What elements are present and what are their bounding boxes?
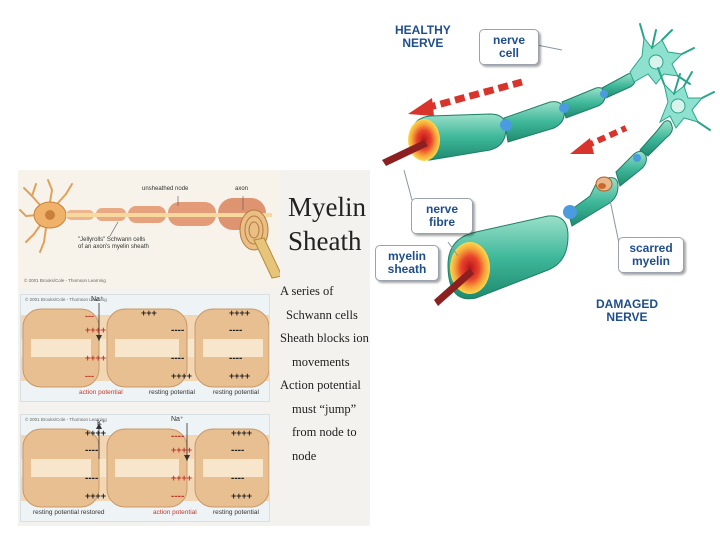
healthy-nerve-label-line2: NERVE — [402, 36, 444, 50]
healthy-nerve-label-line1: HEALTHY — [395, 23, 451, 37]
callout-nerve-cell-line2: cell — [498, 46, 519, 60]
panel-2-ion-label-na: Na⁺ — [171, 416, 184, 423]
body-line: Action potential — [280, 378, 361, 392]
slide-body-text: A series of Schwann cells Sheath blocks … — [280, 280, 370, 468]
slide-title-line1: Myelin — [288, 192, 366, 222]
panel-1-copyright: © 2001 Brooks/Cole - Thomson Learning — [25, 297, 107, 302]
callout-nerve-fibre-line2: fibre — [428, 215, 455, 229]
charge-plus: ++++ — [171, 473, 193, 483]
callout-scarred-myelin: scarred myelin — [618, 237, 684, 273]
axon-label: axon — [235, 186, 249, 192]
conduction-panel-2: © 2001 Brooks/Cole - Thomson Learning K⁺… — [20, 414, 270, 522]
panel-2-ion-label-k: K⁺ — [97, 420, 106, 427]
body-line: node — [292, 448, 317, 463]
charge-minus: --- — [85, 371, 94, 381]
callout-myelin-sheath-line1: myelin — [387, 249, 426, 263]
callout-scarred-myelin-line2: myelin — [631, 254, 670, 268]
caption-action-potential: action potential — [79, 389, 123, 396]
slide-title-line2: Sheath — [288, 226, 362, 256]
caption-resting-potential: resting potential — [213, 509, 259, 516]
charge-minus: ---- — [231, 473, 245, 484]
charge-plus: ++++ — [85, 325, 107, 335]
charge-minus: ---- — [229, 325, 243, 336]
charge-plus: ++++ — [231, 428, 253, 438]
caption-resting-potential: resting potential — [213, 389, 259, 396]
myelin-figure-panel: unsheathed node axon "Jellyrolls" Schwan… — [18, 170, 370, 526]
charge-plus: +++ — [141, 308, 157, 318]
caption-action-potential: action potential — [153, 509, 197, 516]
caption-resting-potential-restored: resting potential restored — [33, 509, 105, 516]
healthy-nerve-fibre — [382, 23, 695, 166]
callout-myelin-sheath-line2: sheath — [387, 262, 427, 276]
healthy-signal-arrow — [408, 78, 523, 116]
healthy-nerve-label: HEALTHY NERVE — [395, 24, 451, 50]
body-line: must “jump” — [292, 401, 357, 416]
slide-title: Myelin Sheath — [288, 190, 370, 258]
caption-resting-potential: resting potential — [149, 389, 195, 396]
charge-minus: ---- — [229, 353, 243, 364]
callout-nerve-cell: nerve cell — [479, 29, 539, 65]
jellyroll-label-line2: of an axon's myelin sheath — [78, 244, 149, 250]
panel-1-ion-label: Na⁺ — [91, 296, 104, 303]
charge-minus: ---- — [85, 473, 99, 484]
jellyroll-label: "Jellyrolls" Schwann cells of an axon's … — [78, 237, 149, 251]
callout-nerve-cell-line1: nerve — [492, 33, 526, 47]
charge-plus: ++++ — [85, 428, 107, 438]
axon-conduction-illustration-1 — [21, 303, 269, 388]
charge-minus: ---- — [171, 353, 185, 364]
damaged-nerve-fibre — [434, 67, 715, 306]
charge-minus: ---- — [85, 445, 99, 456]
charge-minus: ---- — [171, 325, 185, 336]
charge-plus: ++++ — [229, 308, 251, 318]
panel-2-copyright: © 2001 Brooks/Cole - Thomson Learning — [25, 417, 107, 422]
damaged-nerve-label: DAMAGED NERVE — [596, 298, 658, 324]
charge-plus: ++++ — [171, 371, 193, 381]
unsheathed-node-label: unsheathed node — [142, 186, 189, 192]
callout-nerve-fibre: nerve fibre — [411, 198, 473, 234]
damaged-signal-arrow — [570, 125, 628, 154]
neuron-copyright: © 2001 Brooks/Cole - Thomson Learning — [24, 278, 106, 283]
neuron-illustration — [18, 170, 280, 288]
charge-plus: ++++ — [229, 371, 251, 381]
body-line: movements — [292, 354, 350, 369]
charge-plus: ++++ — [171, 445, 193, 455]
charge-minus: ---- — [171, 491, 185, 502]
charge-minus: ---- — [231, 445, 245, 456]
charge-plus: ++++ — [231, 491, 253, 501]
charge-minus: --- — [85, 311, 94, 321]
damaged-nerve-label-line2: NERVE — [606, 310, 648, 324]
body-line: Sheath blocks ion — [280, 331, 369, 345]
charge-minus: ---- — [171, 431, 185, 442]
callout-nerve-fibre-line1: nerve — [425, 202, 459, 216]
damaged-nerve-label-line1: DAMAGED — [596, 297, 658, 311]
body-line: from node to — [292, 425, 357, 439]
callout-myelin-sheath: myelin sheath — [375, 245, 439, 281]
body-line: Schwann cells — [286, 307, 358, 322]
axon-conduction-illustration-2 — [21, 423, 269, 508]
conduction-panel-1: © 2001 Brooks/Cole - Thomson Learning Na… — [20, 294, 270, 402]
charge-plus: ++++ — [85, 491, 107, 501]
body-line: A series of — [280, 284, 334, 298]
callout-scarred-myelin-line1: scarred — [629, 241, 673, 255]
jellyroll-label-line1: "Jellyrolls" Schwann cells — [78, 237, 146, 243]
nerve-diagram — [382, 23, 715, 306]
charge-plus: ++++ — [85, 353, 107, 363]
